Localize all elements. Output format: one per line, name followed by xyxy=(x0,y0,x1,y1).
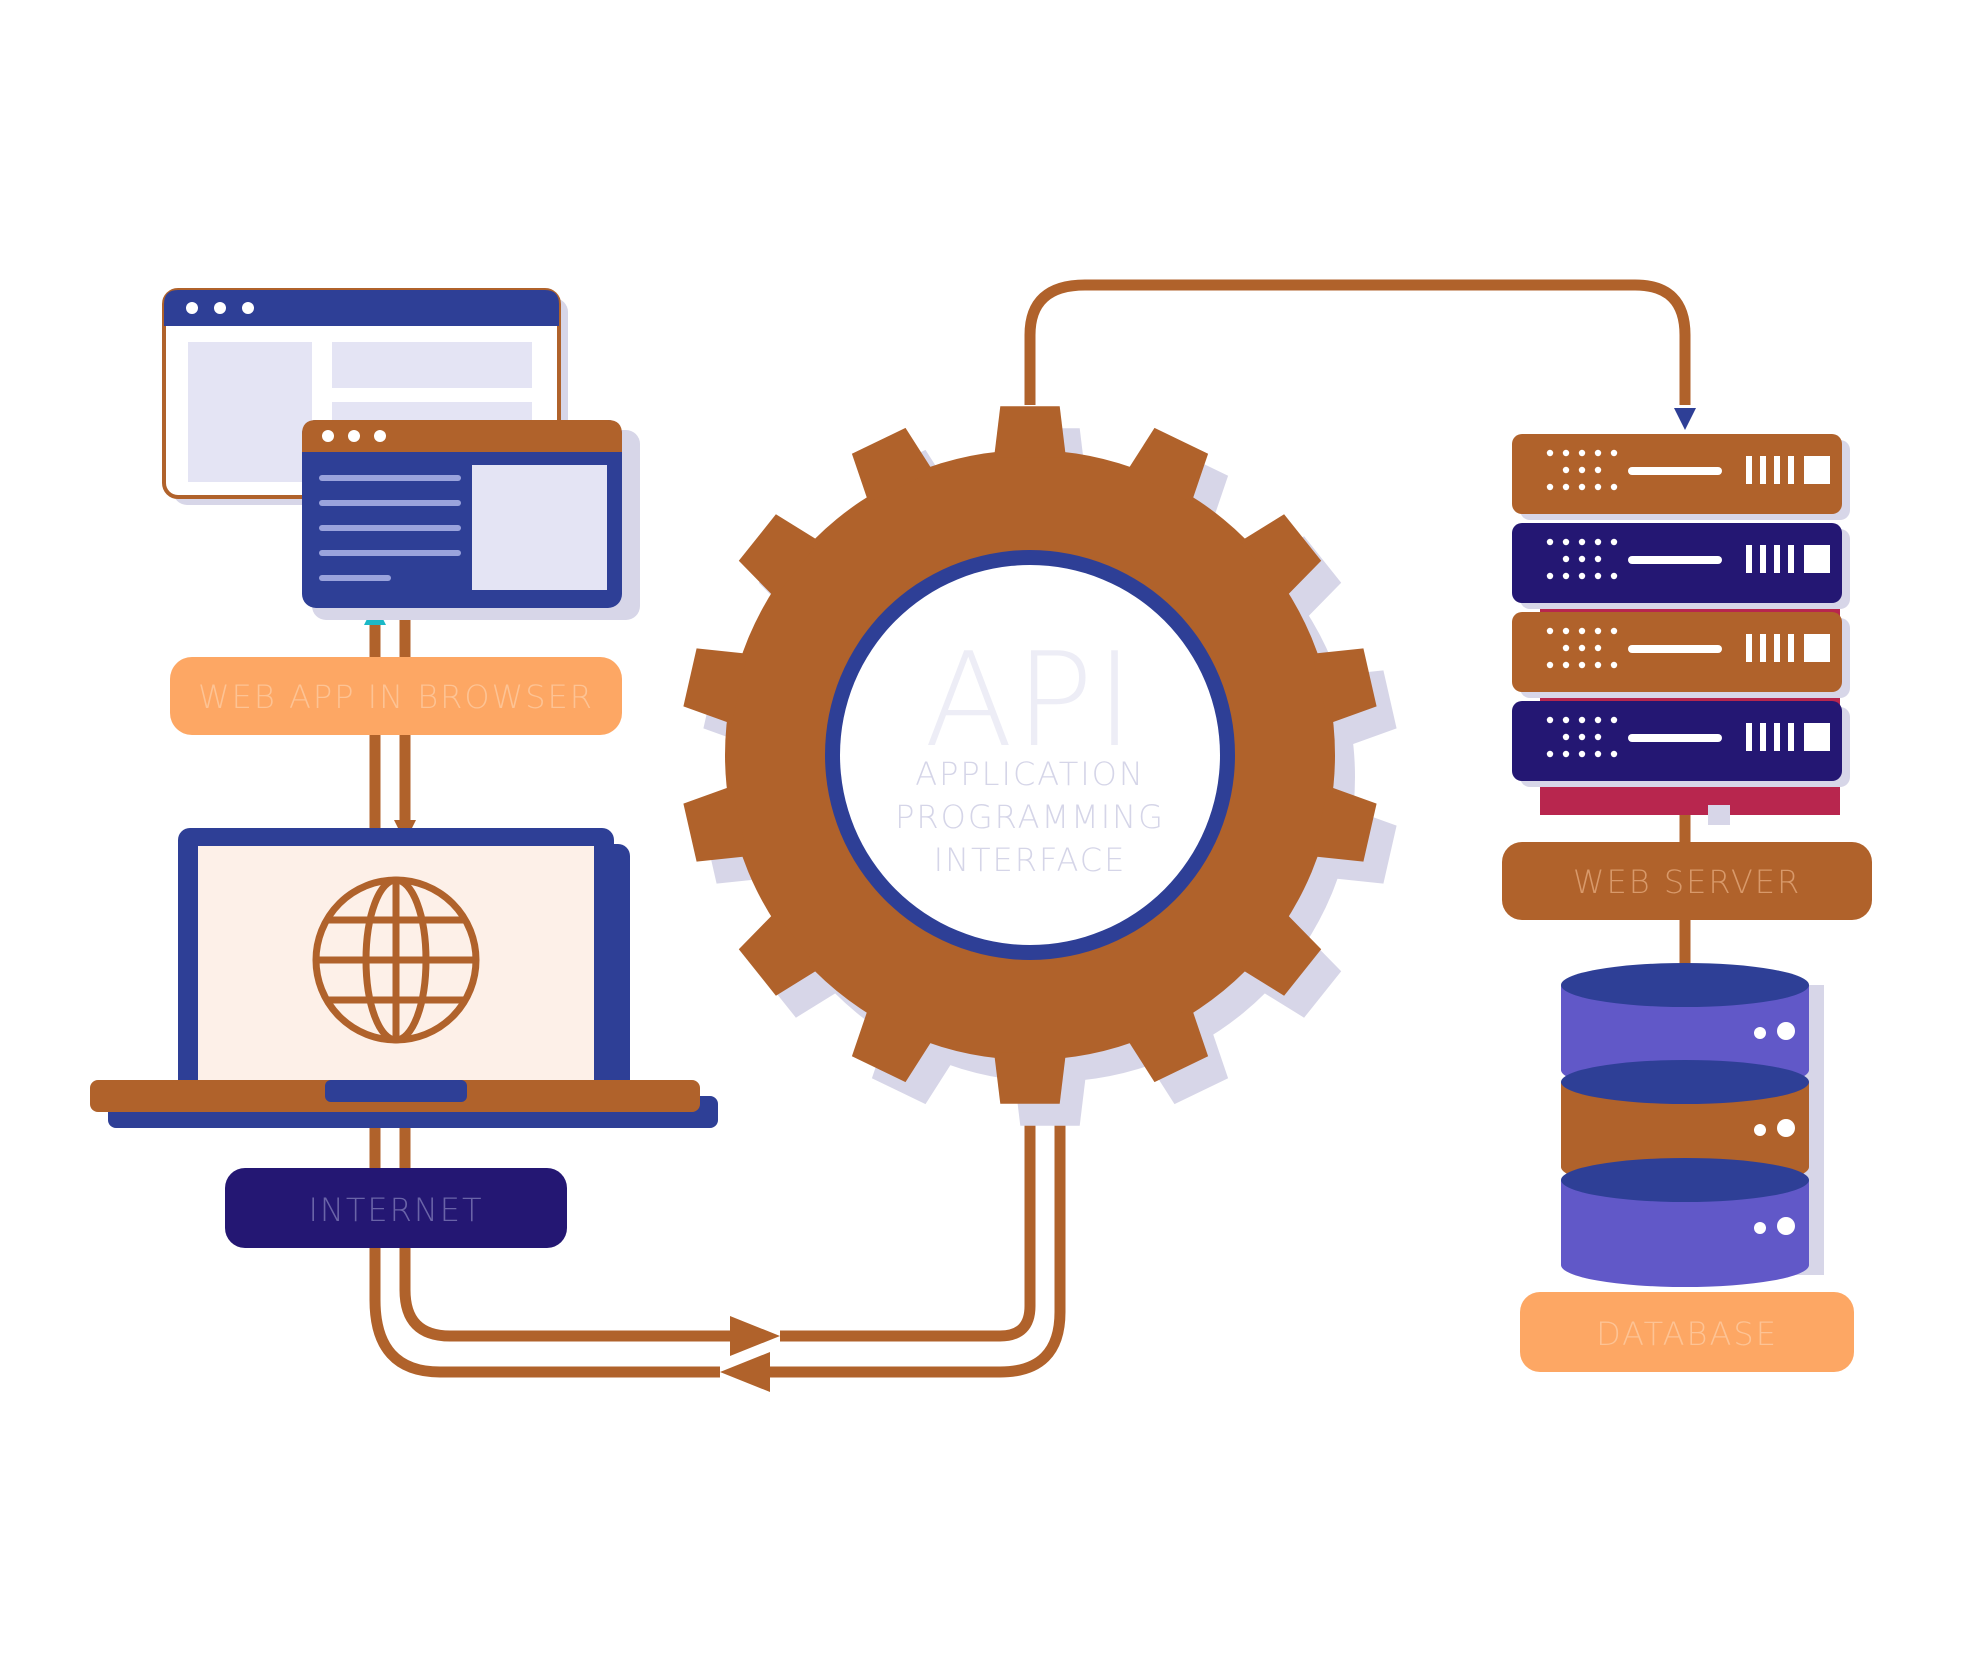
gear-tooth xyxy=(1126,427,1209,503)
connector-internet-gear-outer-right xyxy=(765,1080,1066,1378)
gear-tooth xyxy=(1312,786,1377,862)
label-internet: INTERNET xyxy=(225,1168,567,1248)
server-unit xyxy=(1512,701,1850,787)
label-web-app-text: WEB APP IN BROWSER xyxy=(198,678,594,716)
connector-internet-gear-inner xyxy=(399,1245,735,1342)
connector-gear-to-server xyxy=(1024,279,1691,405)
label-web-app-in-browser: WEB APP IN BROWSER xyxy=(170,657,622,735)
database-icon xyxy=(1561,963,1824,1287)
server-unit xyxy=(1512,523,1850,609)
browser-window-front-icon xyxy=(302,420,640,620)
gear-tooth xyxy=(994,1052,1066,1104)
arrow-left-bottom-icon xyxy=(720,1352,770,1392)
arrow-down-server-icon xyxy=(1674,408,1696,430)
label-database: DATABASE xyxy=(1520,1292,1854,1372)
api-line1-text: APPLICATION xyxy=(915,755,1145,793)
api-line3-text: INTERFACE xyxy=(934,841,1127,879)
connector-internet-gear-outer xyxy=(369,1245,720,1378)
gear-tooth xyxy=(1312,648,1377,724)
gear-tooth xyxy=(1240,514,1322,598)
gear-tooth xyxy=(851,1007,934,1083)
gear-tooth xyxy=(683,648,748,724)
gear-tooth xyxy=(1260,934,1342,1018)
connector-internet-gear-inner-right xyxy=(780,1080,1036,1342)
gear-tooth xyxy=(738,912,820,996)
gear-tooth xyxy=(994,406,1066,458)
gear-icon: API APPLICATION PROGRAMMING INTERFACE xyxy=(683,406,1397,1126)
api-line2-text: PROGRAMMING xyxy=(895,798,1165,836)
server-unit xyxy=(1512,612,1850,698)
laptop-icon xyxy=(90,828,718,1128)
gear-tooth xyxy=(1240,912,1322,996)
gear-tooth xyxy=(683,786,748,862)
database-layer xyxy=(1561,1158,1809,1287)
label-web-server: WEB SERVER xyxy=(1502,842,1872,920)
gear-tooth xyxy=(1146,1029,1229,1105)
gear-tooth xyxy=(1126,1007,1209,1083)
gear-tooth xyxy=(851,427,934,503)
label-database-text: DATABASE xyxy=(1596,1315,1778,1353)
server-unit xyxy=(1512,434,1850,520)
connectors xyxy=(369,279,1691,1378)
server-rack-icon xyxy=(1512,434,1850,825)
arrow-right-bottom-icon xyxy=(730,1316,780,1356)
label-internet-text: INTERNET xyxy=(308,1191,483,1229)
api-big-text: API xyxy=(924,624,1136,776)
gear-tooth xyxy=(738,514,820,598)
label-web-server-text: WEB SERVER xyxy=(1573,863,1801,901)
globe-icon xyxy=(312,876,480,1044)
